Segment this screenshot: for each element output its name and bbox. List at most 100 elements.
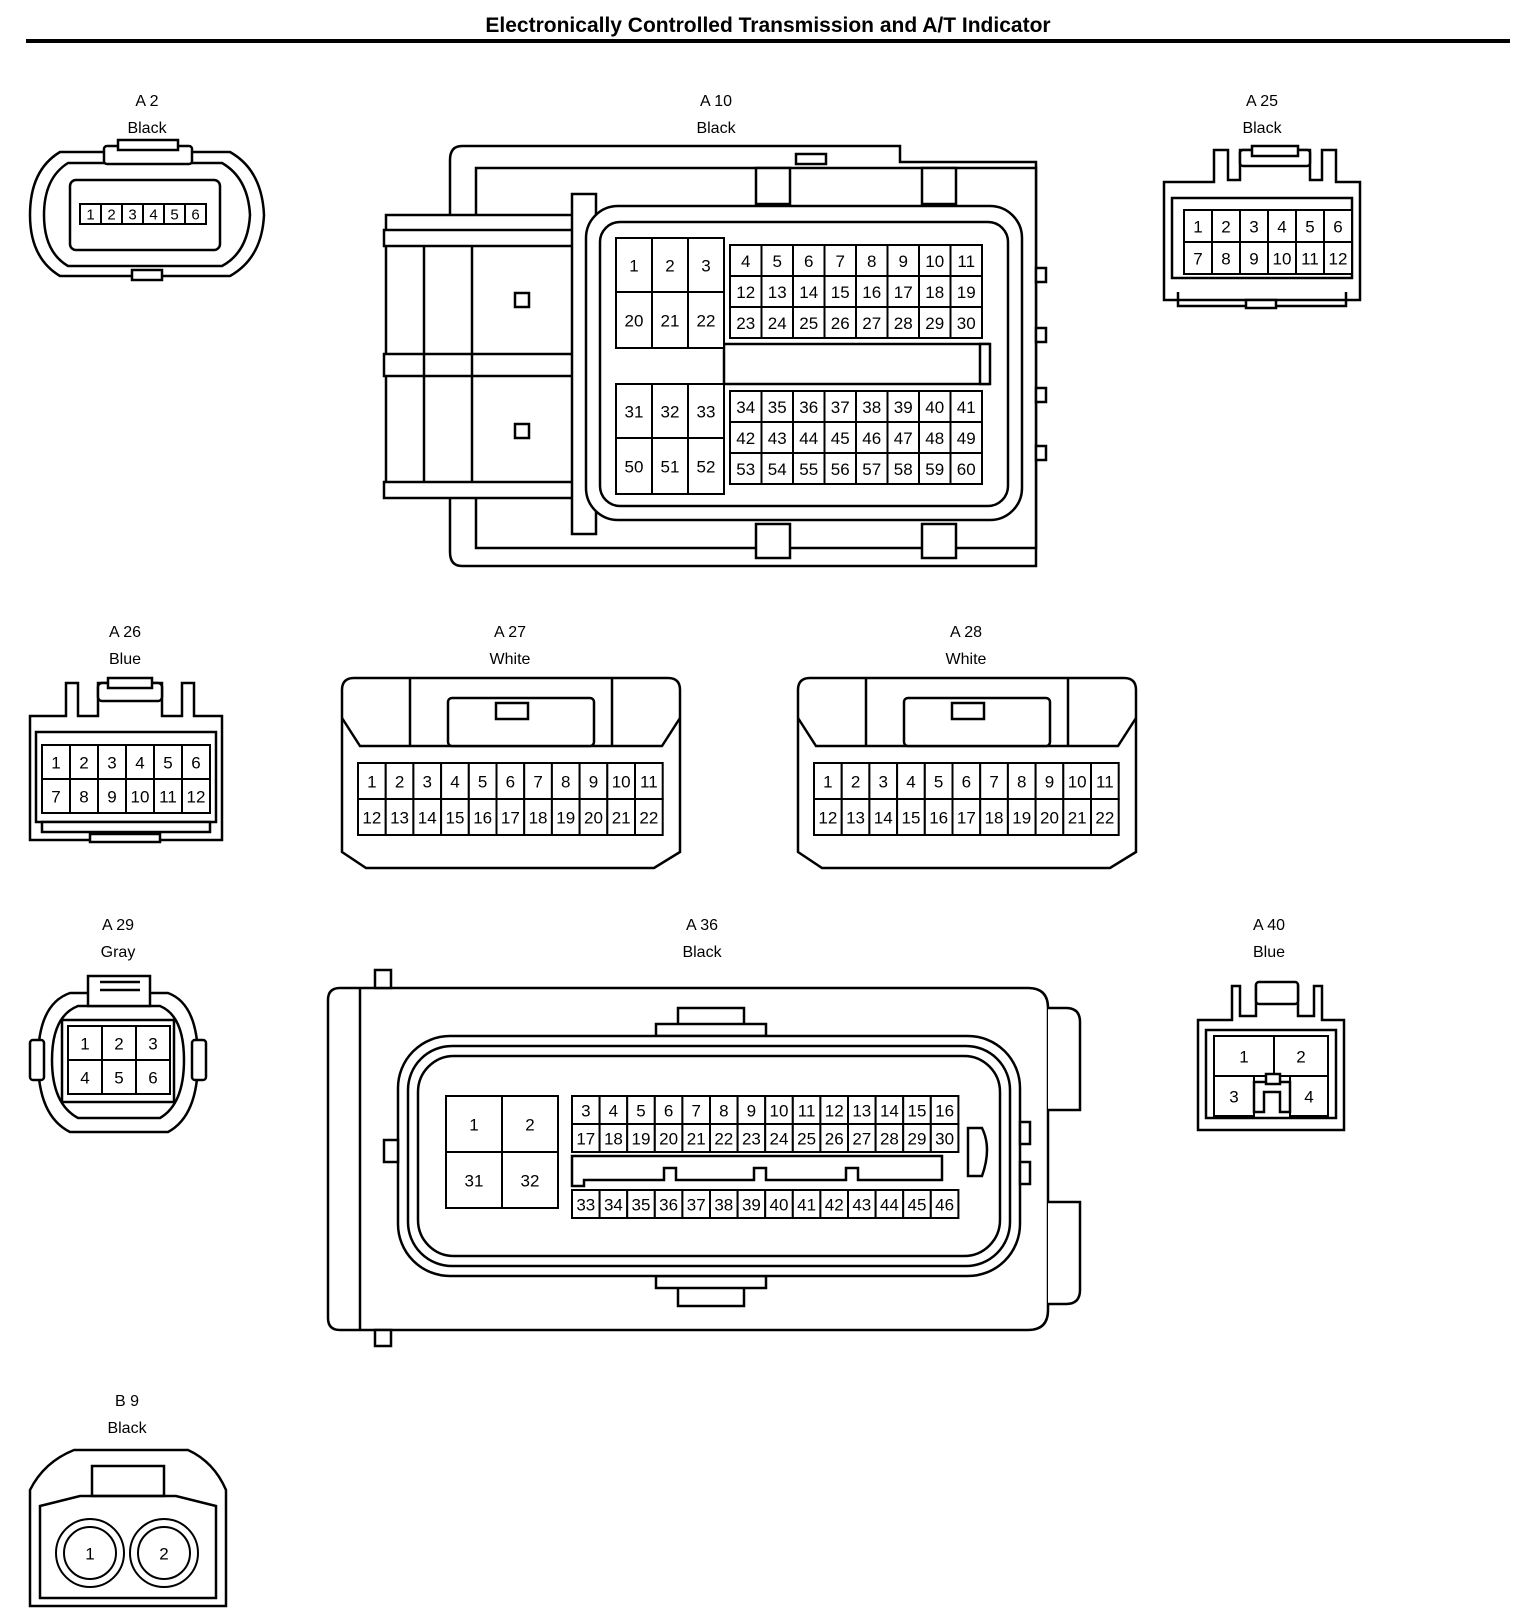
pin-cell bbox=[792, 306, 826, 339]
pin-number: 3 bbox=[148, 1035, 157, 1054]
pin-number: 14 bbox=[418, 809, 437, 828]
pin-number: 43 bbox=[768, 429, 787, 448]
pin-cell bbox=[571, 1123, 601, 1153]
pin-cell bbox=[495, 762, 526, 800]
pin-number: 58 bbox=[894, 460, 913, 479]
pin-number: 3 bbox=[107, 754, 116, 773]
pin-number: 2 bbox=[114, 1035, 123, 1054]
pin-cell bbox=[578, 762, 609, 800]
pin-number: 17 bbox=[501, 809, 520, 828]
connector-code: A 40 bbox=[1253, 917, 1285, 934]
pin-number: 1 bbox=[629, 257, 638, 276]
pin-cell bbox=[101, 1025, 137, 1061]
pin-number: 13 bbox=[852, 1102, 871, 1121]
pin-cell bbox=[626, 1189, 656, 1219]
pin-number: 4 bbox=[135, 754, 144, 773]
pin-number: 12 bbox=[818, 809, 837, 828]
pin-cell bbox=[615, 291, 653, 349]
pin-cell bbox=[1267, 241, 1297, 275]
pin-cell bbox=[918, 306, 952, 339]
pin-number: 9 bbox=[589, 773, 598, 792]
pin-number: 10 bbox=[1273, 250, 1292, 269]
pin-cell bbox=[874, 1095, 905, 1125]
pin-cell bbox=[896, 798, 926, 836]
pin-cell bbox=[523, 798, 553, 836]
pin-cell bbox=[1239, 241, 1269, 275]
pin-cell bbox=[1062, 798, 1093, 836]
pin-number: 21 bbox=[687, 1130, 706, 1149]
pin-number: 15 bbox=[901, 809, 920, 828]
pin-cell bbox=[651, 291, 689, 349]
pin-cell bbox=[653, 1189, 684, 1219]
pin-number: 29 bbox=[908, 1130, 927, 1149]
pin-number: 4 bbox=[741, 252, 750, 271]
pin-number: 5 bbox=[934, 773, 943, 792]
connector-code: A 27 bbox=[494, 624, 526, 641]
pin-cell bbox=[598, 1095, 629, 1125]
pin-number: 24 bbox=[768, 314, 787, 333]
pin-number: 10 bbox=[131, 788, 150, 807]
pin-cell bbox=[1323, 209, 1353, 243]
pin-number: 53 bbox=[736, 460, 755, 479]
pin-number: 39 bbox=[894, 398, 913, 417]
pin-number: 23 bbox=[736, 314, 755, 333]
pin-cell bbox=[896, 762, 926, 800]
pin-number: 1 bbox=[51, 754, 60, 773]
pin-number: 25 bbox=[799, 314, 818, 333]
pin-cell bbox=[868, 798, 899, 836]
pin-number: 12 bbox=[1329, 250, 1348, 269]
pin-number: 6 bbox=[506, 773, 515, 792]
pin-number: 25 bbox=[797, 1130, 816, 1149]
pin-number: 22 bbox=[697, 312, 716, 331]
pin-number: 50 bbox=[625, 458, 644, 477]
pin-number: 15 bbox=[831, 283, 850, 302]
pin-number: 29 bbox=[925, 314, 944, 333]
pin-number: 7 bbox=[691, 1102, 700, 1121]
pin-cell bbox=[101, 1059, 137, 1095]
pin-number: 37 bbox=[831, 398, 850, 417]
pin-number: 7 bbox=[836, 252, 845, 271]
pin-number: 14 bbox=[880, 1102, 899, 1121]
pin-number: 41 bbox=[957, 398, 976, 417]
pin-socket-inner bbox=[137, 1526, 191, 1580]
pin-cell bbox=[606, 798, 636, 836]
pin-number: 34 bbox=[604, 1196, 623, 1215]
connector-color: Gray bbox=[101, 944, 136, 961]
pin-cell bbox=[886, 306, 920, 339]
pin-number: 8 bbox=[1221, 250, 1230, 269]
pin-number: 9 bbox=[899, 252, 908, 271]
pin-cell bbox=[615, 383, 653, 439]
pin-cell bbox=[760, 421, 794, 454]
pin-number: 19 bbox=[556, 809, 575, 828]
pin-number: 7 bbox=[51, 788, 60, 807]
pin-cell bbox=[1239, 209, 1269, 243]
pin-number: 46 bbox=[935, 1196, 954, 1215]
pin-number: 7 bbox=[989, 773, 998, 792]
pin-cell bbox=[847, 1123, 877, 1153]
pin-cell bbox=[874, 1189, 905, 1219]
pin-number: 56 bbox=[831, 460, 850, 479]
pin-cell bbox=[181, 778, 211, 814]
pin-cell bbox=[819, 1123, 850, 1153]
pin-number: 20 bbox=[659, 1130, 678, 1149]
pin-number: 60 bbox=[957, 460, 976, 479]
pin-number: 6 bbox=[1333, 218, 1342, 237]
pin-cell bbox=[467, 798, 498, 836]
pin-cell bbox=[847, 1189, 877, 1219]
connector-code: B 9 bbox=[115, 1393, 139, 1410]
pin-number: 10 bbox=[770, 1102, 789, 1121]
pin-number: 59 bbox=[925, 460, 944, 479]
pin-number: 17 bbox=[576, 1130, 595, 1149]
pin-number: 11 bbox=[957, 252, 975, 271]
pin-number: 18 bbox=[925, 283, 944, 302]
pin-number: 3 bbox=[1229, 1088, 1238, 1107]
pin-number: 1 bbox=[367, 773, 376, 792]
pin-number: 2 bbox=[159, 1545, 168, 1564]
pin-number: 33 bbox=[697, 403, 716, 422]
pin-number: 2 bbox=[395, 773, 404, 792]
pin-number: 18 bbox=[529, 809, 548, 828]
